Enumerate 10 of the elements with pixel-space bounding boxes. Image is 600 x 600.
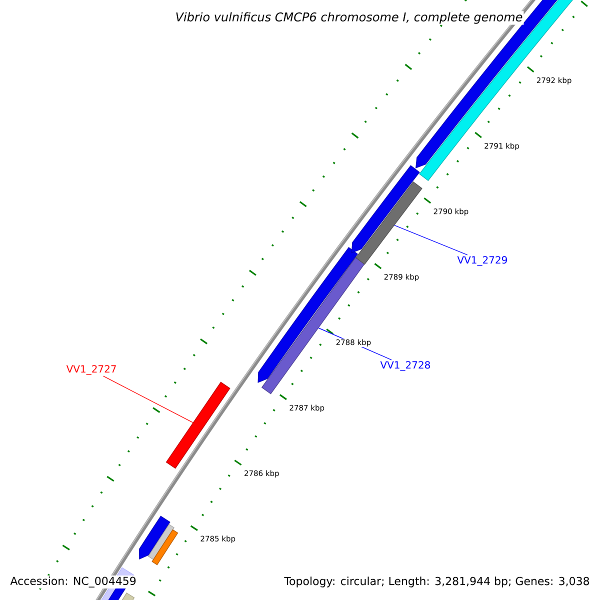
gene-label: VV1_2729 (457, 256, 507, 266)
leader-line (394, 224, 468, 256)
title: Vibrio vulnificus CMCP6 chromosome I, complete genome (174, 11, 524, 25)
gene-bar (166, 382, 230, 469)
gene-label: VV1_2727 (66, 365, 116, 375)
info-text: Topology: circular; Length: 3,281,944 bp; Genes: 3,038 (283, 576, 591, 588)
gene-label: VV1_2728 (380, 361, 430, 371)
gene-bar (355, 181, 422, 265)
info-text: Accession: NC_004459 (9, 576, 138, 588)
leader-line (102, 376, 194, 423)
